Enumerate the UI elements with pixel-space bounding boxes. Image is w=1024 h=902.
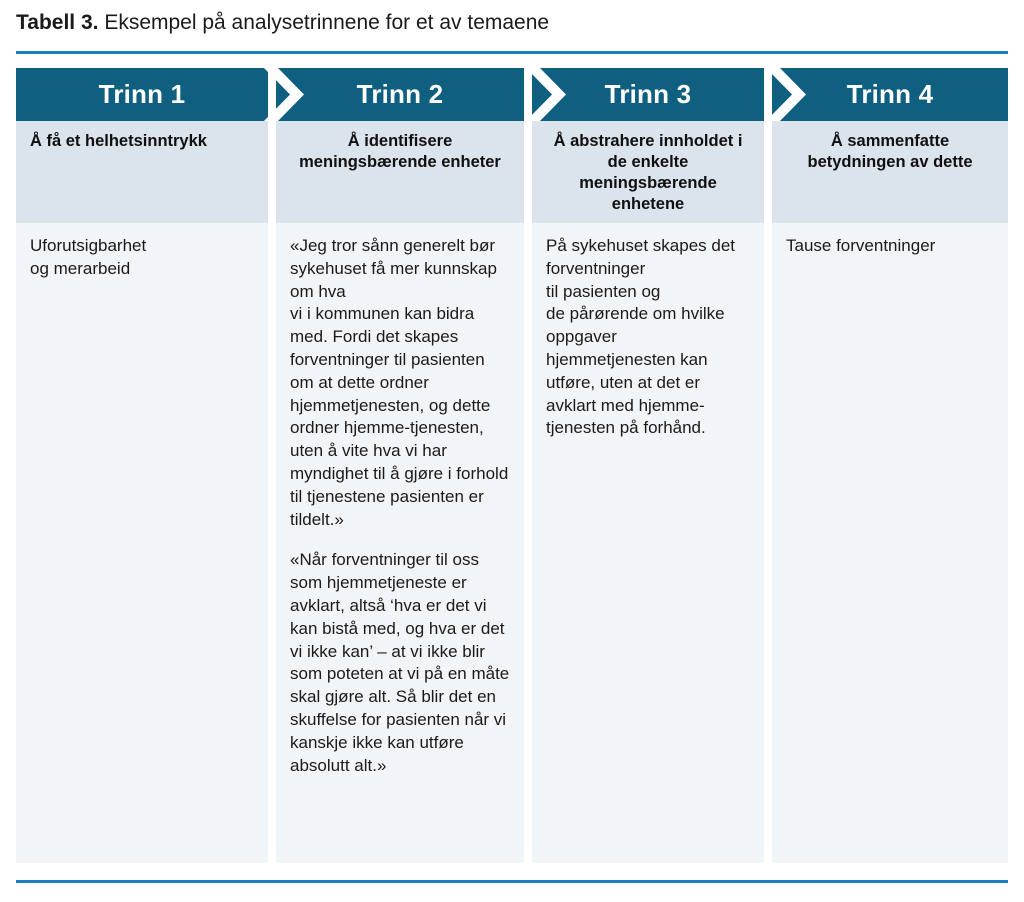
- caption-label: Tabell 3.: [16, 11, 99, 34]
- subheader-text: Å få et helhetsinntrykk: [30, 132, 207, 150]
- body-cell-2: «Jeg tror sånn generelt bør sykehuset få…: [276, 223, 524, 863]
- body-paragraph: Uforutsigbarhet og merarbeid: [30, 236, 147, 278]
- subheader-text: Å abstrahere innholdet i de enkelte meni…: [553, 132, 743, 213]
- step-header-3: Trinn 3: [532, 68, 764, 121]
- body-cell-4: Tause forventninger: [772, 223, 1008, 863]
- bottom-rule: [16, 880, 1008, 883]
- body-paragraph: «Jeg tror sånn generelt bør sykehuset få…: [290, 236, 509, 529]
- body-paragraph: Tause forventninger: [786, 236, 936, 255]
- body-paragraph: «Når forventninger til oss som hjemmetje…: [290, 550, 510, 775]
- subheader-cell-1: Å få et helhetsinntrykk: [16, 121, 268, 223]
- body-cell-3: På sykehuset skapes det forventninger ti…: [532, 223, 764, 863]
- table-header-band: Trinn 1 Trinn 2 Trinn 3 Trinn 4: [16, 68, 1008, 121]
- subheader-cell-2: Å identifisere meningsbærende enheter: [276, 121, 524, 223]
- subheader-text: Å sammenfatte betydningen av dette: [807, 132, 973, 171]
- subheader-text: Å identifisere meningsbærende enheter: [299, 132, 501, 171]
- table-body-row: Uforutsigbarhet og merarbeid «Jeg tror s…: [16, 223, 1008, 863]
- body-paragraph: På sykehuset skapes det forventninger ti…: [546, 236, 736, 438]
- step-header-2: Trinn 2: [276, 68, 524, 121]
- step-header-1: Trinn 1: [16, 68, 268, 121]
- step-header-title: Trinn 4: [846, 79, 934, 109]
- top-rule: [16, 51, 1008, 54]
- step-header-title: Trinn 1: [98, 79, 186, 109]
- table-subheader-row: Å få et helhetsinntrykk Å identifisere m…: [16, 121, 1008, 223]
- subheader-cell-3: Å abstrahere innholdet i de enkelte meni…: [532, 121, 764, 223]
- subheader-cell-4: Å sammenfatte betydningen av dette: [772, 121, 1008, 223]
- step-header-4: Trinn 4: [772, 68, 1008, 121]
- step-header-title: Trinn 3: [604, 79, 692, 109]
- analysis-steps-table: Trinn 1 Trinn 2 Trinn 3 Trinn 4: [16, 68, 1008, 866]
- step-header-title: Trinn 2: [356, 79, 444, 109]
- caption-text: Eksempel på analysetrinnene for et av te…: [98, 11, 550, 34]
- body-cell-1: Uforutsigbarhet og merarbeid: [16, 223, 268, 863]
- page-title: Tabell 3. Eksempel på analysetrinnene fo…: [16, 8, 1008, 38]
